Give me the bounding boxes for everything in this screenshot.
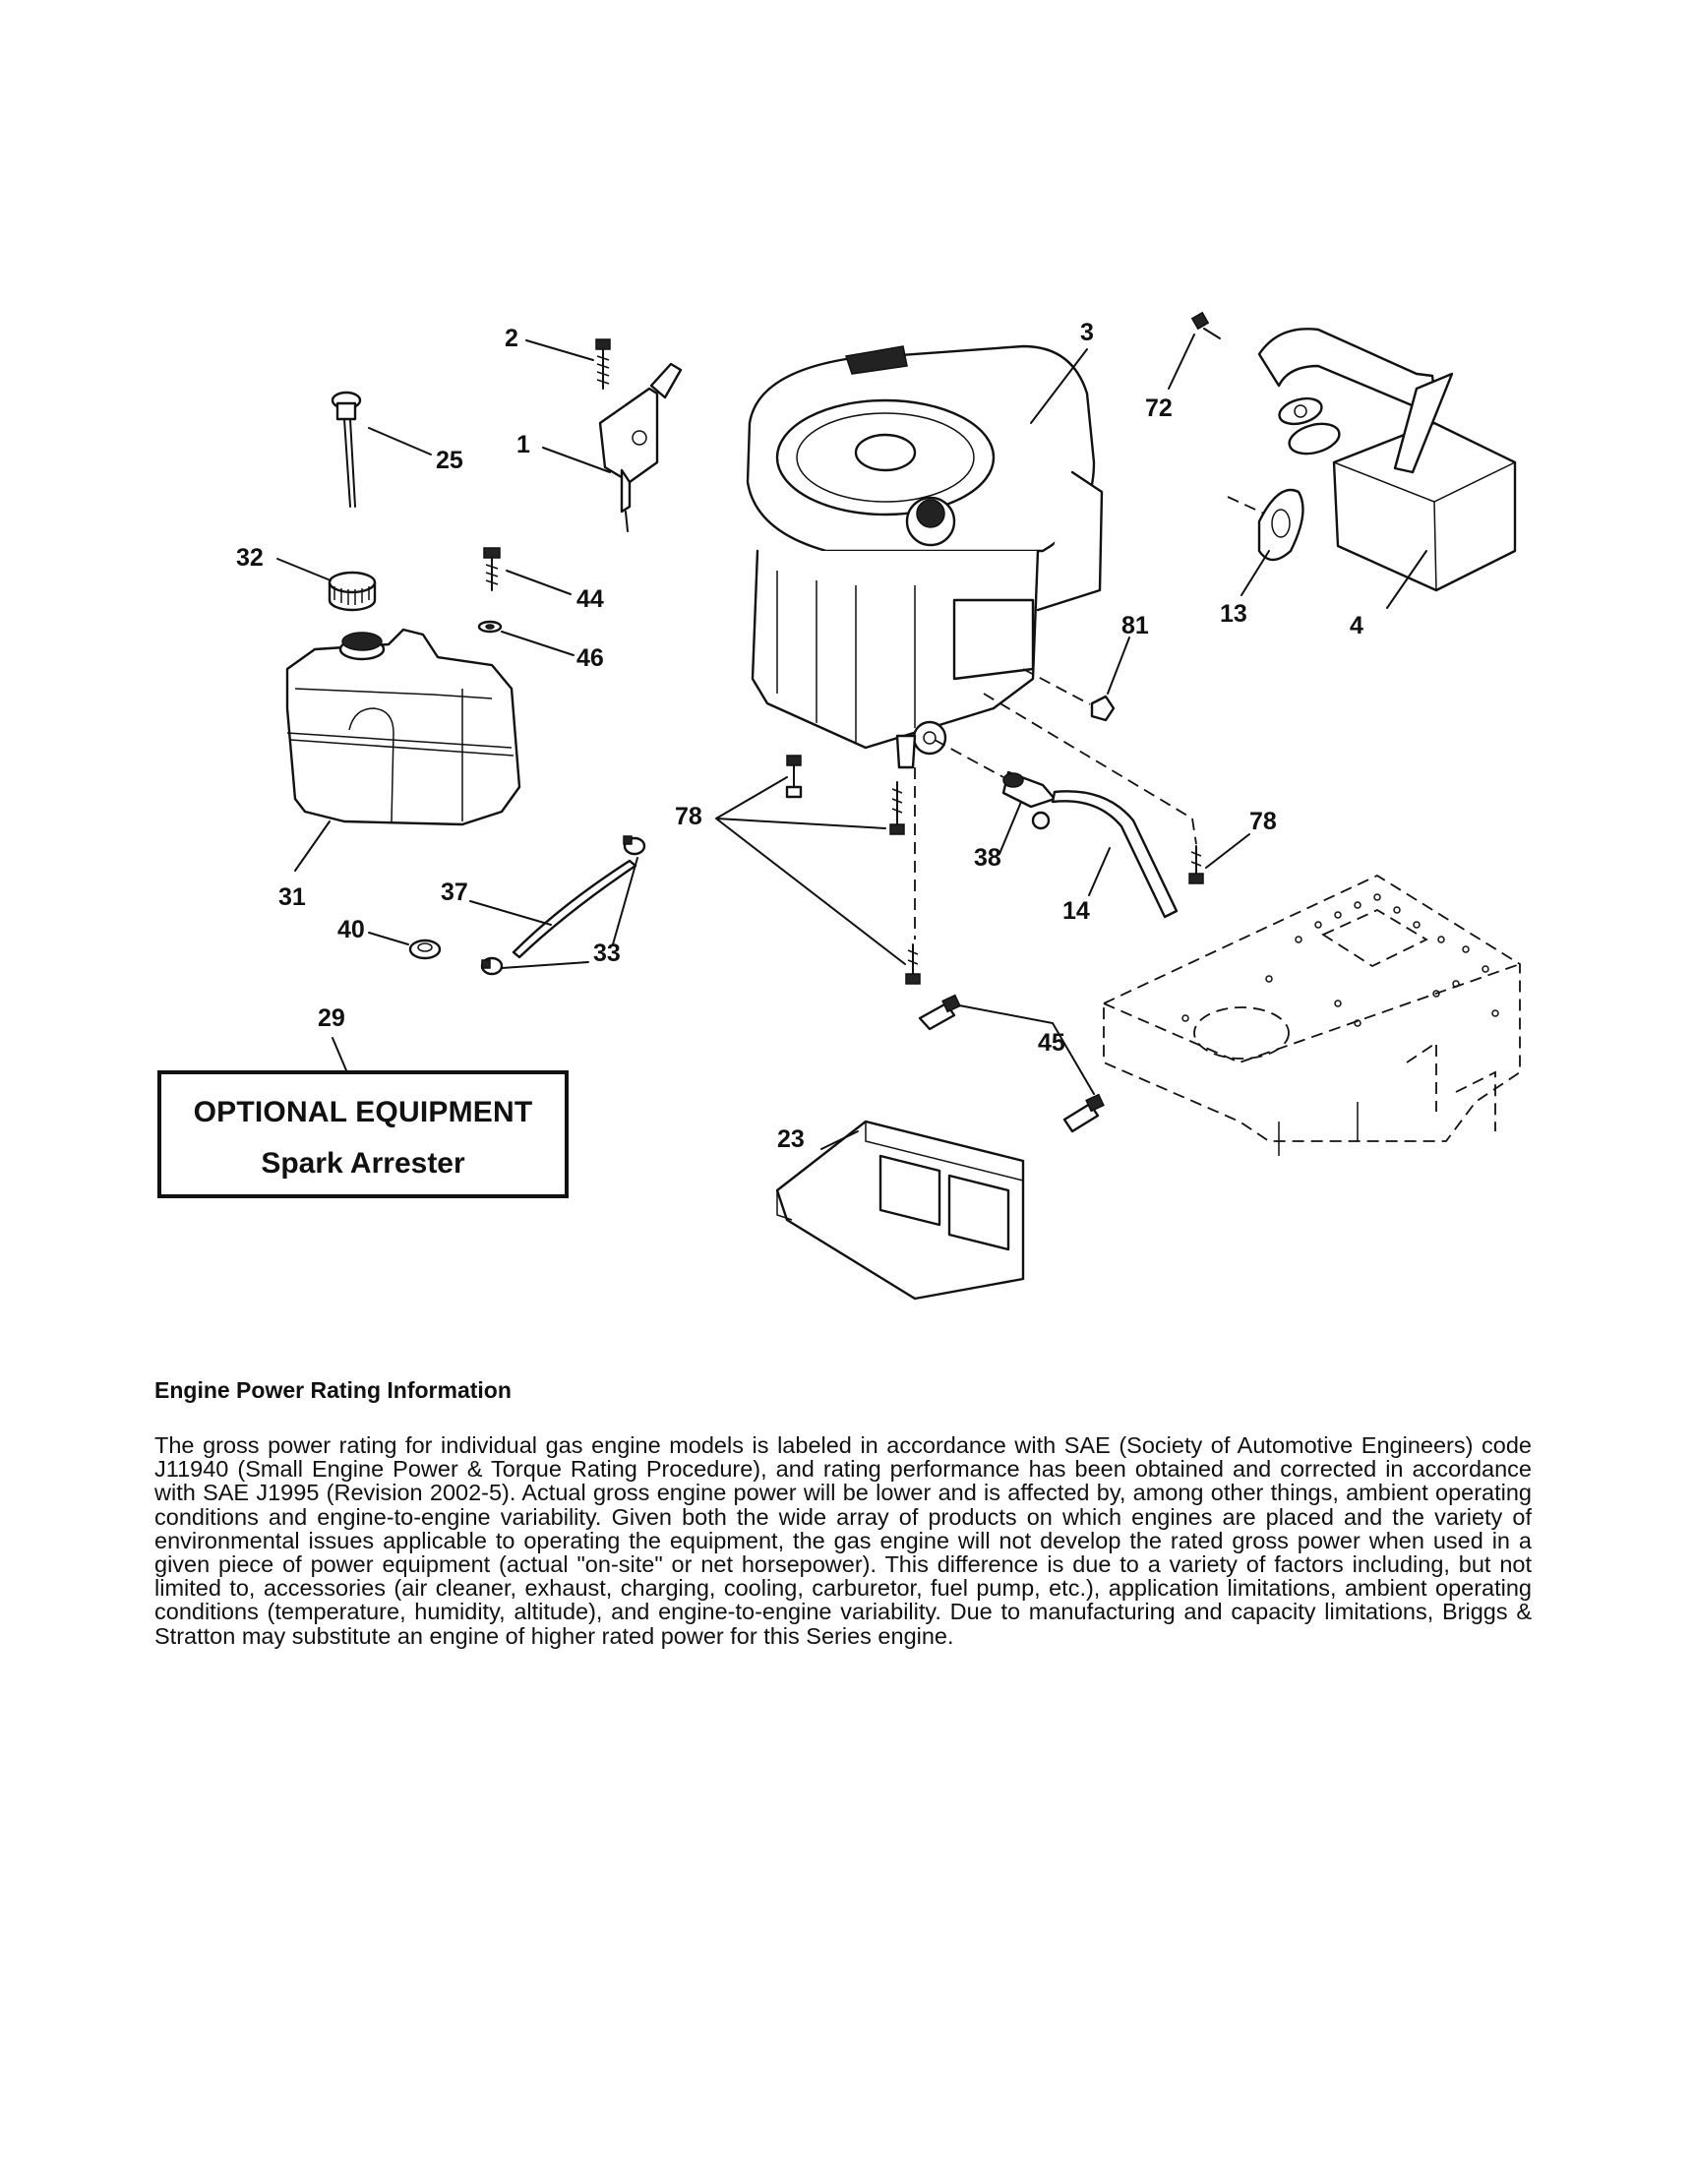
part-81-nut <box>1090 695 1116 722</box>
callout-2: 2 <box>505 325 518 352</box>
rating-heading: Engine Power Rating Information <box>154 1377 512 1403</box>
leader-38 <box>998 801 1022 855</box>
callout-45: 45 <box>1038 1029 1065 1057</box>
leader-23 <box>820 1130 859 1150</box>
callout-14: 14 <box>1062 897 1090 925</box>
leader-81 <box>1107 637 1130 695</box>
part-4-muffler <box>1257 328 1517 592</box>
callout-78a: 78 <box>675 803 702 830</box>
part-33-clamps <box>480 835 646 976</box>
dash-13 <box>1227 496 1265 515</box>
leader-33a <box>612 857 638 945</box>
part-31-fuel-tank <box>285 628 521 826</box>
leader-13 <box>1240 550 1270 596</box>
callout-33: 33 <box>593 940 621 967</box>
part-25-dipstick <box>331 391 362 508</box>
leader-78b <box>1205 833 1250 869</box>
callout-38: 38 <box>974 844 1001 872</box>
callout-46: 46 <box>576 644 604 672</box>
leader-72 <box>1168 334 1195 390</box>
part-45-screws <box>918 994 1105 1133</box>
leader-33b <box>501 961 589 969</box>
leader-2 <box>525 339 594 361</box>
callout-40: 40 <box>337 916 365 943</box>
callout-81: 81 <box>1121 612 1149 639</box>
leader-37 <box>469 900 552 926</box>
part-23-heat-shield <box>775 1120 1025 1301</box>
leader-14 <box>1088 847 1111 896</box>
part-38-fuel-filter <box>1001 770 1057 830</box>
optional-equipment-title: OPTIONAL EQUIPMENT <box>193 1096 533 1128</box>
part-78-bolt-a <box>785 755 803 799</box>
part-14-fuel-line <box>1051 790 1179 919</box>
callout-44: 44 <box>576 585 604 613</box>
callout-1: 1 <box>516 431 530 458</box>
callout-13: 13 <box>1220 600 1247 628</box>
part-78-bolt-d <box>1188 845 1204 884</box>
callout-3: 3 <box>1080 319 1094 346</box>
part-72-bolt <box>1190 311 1221 339</box>
parts-diagram: 25 2 1 32 31 44 <box>236 311 1521 1301</box>
callout-31: 31 <box>278 883 306 911</box>
part-40-grommet <box>408 939 442 960</box>
spark-arrester-label: Spark Arrester <box>261 1147 465 1180</box>
part-32-fuel-cap <box>328 571 377 612</box>
leader-25 <box>368 427 432 455</box>
leader-32 <box>276 558 332 581</box>
leader-3 <box>1030 348 1088 424</box>
callout-25: 25 <box>436 447 463 474</box>
dash-78c <box>1191 818 1197 845</box>
callout-72: 72 <box>1145 394 1173 422</box>
mower-frame <box>1103 874 1521 1156</box>
callout-23: 23 <box>777 1125 805 1153</box>
leader-46 <box>501 631 575 656</box>
leader-4 <box>1386 550 1427 609</box>
optional-equipment-box: OPTIONAL EQUIPMENT Spark Arrester <box>157 1070 569 1198</box>
part-78-bolt-b <box>889 781 905 835</box>
part-2-screw <box>595 338 611 390</box>
leader-1 <box>542 447 611 473</box>
leader-44 <box>506 570 572 595</box>
part-44-bolt <box>483 547 501 591</box>
part-3-engine <box>746 344 1104 769</box>
callout-29: 29 <box>318 1004 345 1032</box>
leader-78a <box>715 776 906 965</box>
leader-31 <box>294 820 331 872</box>
leader-29 <box>332 1037 347 1071</box>
leader-45 <box>958 1004 1095 1095</box>
part-13-gasket <box>1257 488 1304 562</box>
dash-81 <box>1022 668 1091 705</box>
part-78-bolt-c <box>905 943 921 985</box>
dash-14 <box>934 739 1004 778</box>
part-46-washer <box>477 620 503 634</box>
callout-32: 32 <box>236 544 264 572</box>
callout-37: 37 <box>441 879 468 906</box>
rating-body: The gross power rating for individual ga… <box>154 1432 1532 1649</box>
callout-4: 4 <box>1350 612 1363 639</box>
callout-78b: 78 <box>1249 808 1277 835</box>
dash-78b <box>983 693 1193 819</box>
leader-40 <box>368 932 409 945</box>
part-1-bracket <box>598 362 683 532</box>
